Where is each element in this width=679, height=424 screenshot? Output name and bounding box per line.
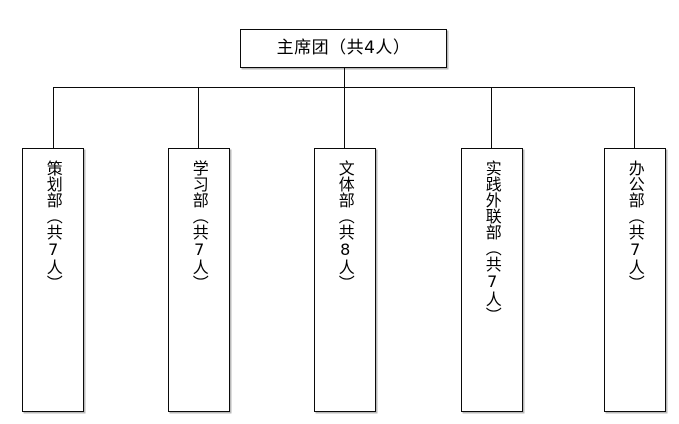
- node-department-practice-liaison-label: 实践外联部（共7人）: [482, 160, 502, 323]
- connector-drop-4: [491, 87, 492, 148]
- node-department-planning[interactable]: 策划部（共7人）: [22, 148, 84, 412]
- node-department-planning-label: 策划部（共7人）: [43, 160, 63, 291]
- connector-root-stem: [344, 68, 345, 88]
- node-department-study-label: 学习部（共7人）: [189, 160, 209, 291]
- connector-drop-5: [634, 87, 635, 148]
- node-department-practice-liaison[interactable]: 实践外联部（共7人）: [461, 148, 523, 412]
- node-department-culture-sports[interactable]: 文体部（共8人）: [314, 148, 376, 412]
- connector-drop-1: [53, 87, 54, 148]
- node-department-office-label: 办公部（共7人）: [625, 160, 645, 291]
- node-department-culture-sports-label: 文体部（共8人）: [335, 160, 355, 291]
- node-chairman-board-label: 主席团（共4人）: [276, 38, 411, 58]
- node-chairman-board[interactable]: 主席团（共4人）: [240, 29, 447, 68]
- node-department-study[interactable]: 学习部（共7人）: [168, 148, 230, 412]
- connector-drop-2: [198, 87, 199, 148]
- node-department-office[interactable]: 办公部（共7人）: [604, 148, 666, 412]
- connector-drop-3: [344, 87, 345, 148]
